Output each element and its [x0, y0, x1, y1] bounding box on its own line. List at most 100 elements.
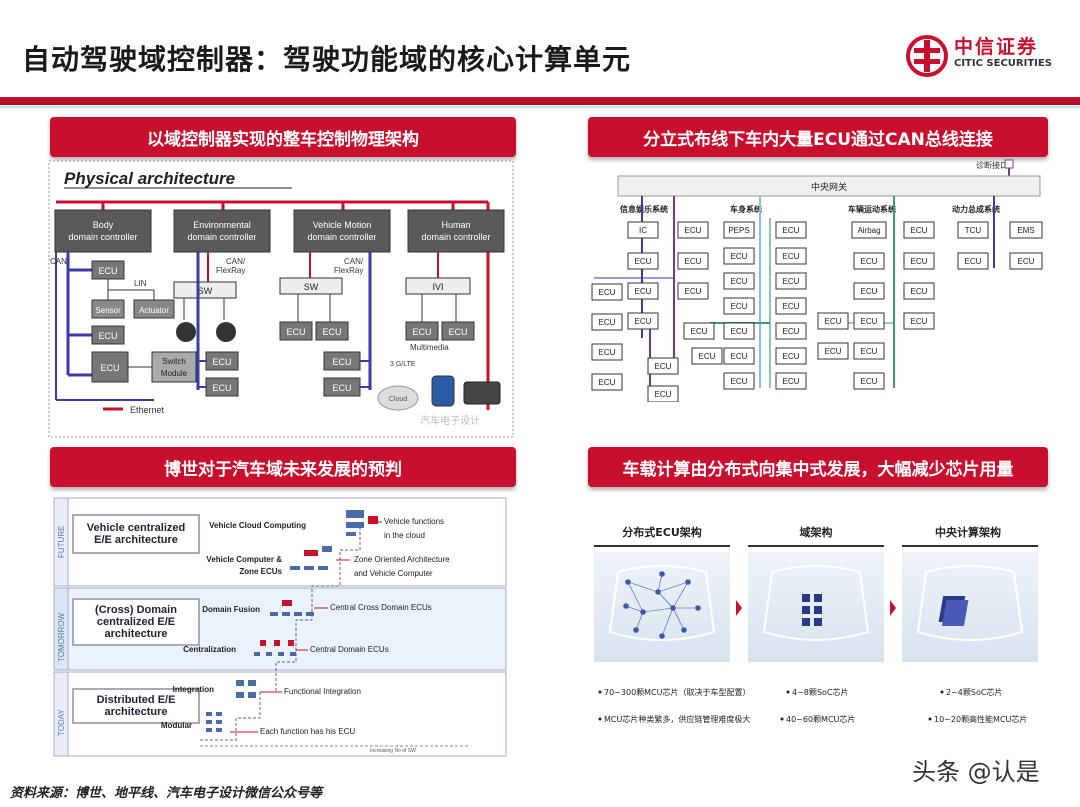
- cloud-icon: [377, 385, 419, 411]
- svg-text:ECU: ECU: [731, 277, 748, 286]
- svg-text:domain controller: domain controller: [421, 232, 490, 242]
- title-divider: [0, 97, 1080, 105]
- svg-text:ECU: ECU: [691, 327, 708, 336]
- group-body: 车身系统: [730, 204, 762, 214]
- sensor-box: Sensor: [95, 306, 121, 315]
- svg-text:ECU: ECU: [635, 317, 652, 326]
- phone-icon: [431, 375, 455, 407]
- label-diag-port: 诊断接口: [976, 160, 1008, 170]
- desc-cloud: Vehicle functions: [384, 517, 444, 526]
- svg-text:ECU: ECU: [861, 317, 878, 326]
- camera-icon: [176, 322, 196, 342]
- svg-text:domain controller: domain controller: [307, 232, 376, 242]
- can-bus-diagram: 诊断接口 中央网关 信息娱乐系统 车身系统 车辆运动系统 动力总成系统 IC E…: [591, 159, 1043, 402]
- camera-icon: [216, 322, 236, 342]
- label-lte: 3 G/LTE: [390, 361, 416, 368]
- note-domain-2: 40~60颗MCU芯片: [786, 714, 855, 724]
- row-title-tomorrow: (Cross) Domain centralized E/E architect…: [72, 598, 200, 646]
- svg-text:ECU: ECU: [861, 347, 878, 356]
- group-infotainment: 信息娱乐系统: [620, 204, 668, 214]
- svg-text:CAN/: CAN/: [226, 257, 246, 266]
- col-title-distributed: 分布式ECU架构: [622, 525, 702, 539]
- source-footnote: 资料来源：博世、地平线、汽车电子设计微信公众号等: [10, 786, 323, 801]
- stage-modular: Modular: [161, 721, 192, 730]
- title-divider-shadow: [0, 106, 1080, 108]
- computing-evolution-diagram: 分布式ECU架构 域架构 中央计算架构 70~300颗MCU芯片（: [594, 525, 1038, 724]
- note-central-2: 10~20颗高性能MCU芯片: [934, 714, 1027, 724]
- row-tag-today: TODAY: [57, 709, 66, 736]
- car-central: [902, 552, 1038, 662]
- svg-text:ECU: ECU: [783, 302, 800, 311]
- svg-text:ECU: ECU: [100, 363, 119, 373]
- svg-text:ECU: ECU: [98, 331, 117, 341]
- svg-text:ECU: ECU: [655, 390, 672, 399]
- svg-text:ECU: ECU: [635, 287, 652, 296]
- panel-2-header: 分立式布线下车内大量ECU通过CAN总线连接: [588, 117, 1048, 157]
- logo-text-en: CITIC SECURITIES: [954, 58, 1052, 69]
- svg-text:ECU: ECU: [861, 257, 878, 266]
- ecu-box: ECU: [98, 266, 117, 276]
- svg-text:ECU: ECU: [783, 226, 800, 235]
- panel-3-header: 博世对于汽车域未来发展的预判: [50, 447, 516, 487]
- node-peps: PEPS: [728, 226, 749, 235]
- group-motion: 车辆运动系统: [848, 204, 896, 214]
- svg-text:domain controller: domain controller: [187, 232, 256, 242]
- svg-text:in the cloud: in the cloud: [384, 531, 425, 540]
- group-powertrain: 动力总成系统: [952, 204, 1000, 214]
- logo-text-cn: 中信证券: [954, 36, 1039, 58]
- desc-cross-domain: Central Cross Domain ECUs: [330, 603, 432, 612]
- svg-text:Cloud: Cloud: [389, 396, 407, 403]
- desc-central-domain: Central Domain ECUs: [310, 645, 389, 654]
- controller-human: Human domain controller: [407, 209, 505, 253]
- svg-text:ECU: ECU: [825, 347, 842, 356]
- row-tag-tomorrow: TOMORROW: [57, 612, 66, 662]
- svg-text:ECU: ECU: [911, 226, 928, 235]
- stage-vcc: Vehicle Cloud Computing: [209, 521, 306, 530]
- svg-text:ECU: ECU: [635, 257, 652, 266]
- note-central-1: 2~4颗SoC芯片: [946, 687, 1002, 697]
- svg-text:CAN/: CAN/: [344, 257, 364, 266]
- svg-text:FlexRay: FlexRay: [334, 266, 363, 275]
- node-ems: EMS: [1017, 226, 1034, 235]
- svg-text:ECU: ECU: [322, 327, 341, 337]
- svg-text:ECU: ECU: [212, 383, 231, 393]
- svg-text:Human: Human: [441, 220, 470, 230]
- svg-text:Environmental: Environmental: [193, 220, 251, 230]
- svg-text:ECU: ECU: [655, 362, 672, 371]
- svg-text:ECU: ECU: [1018, 257, 1035, 266]
- row-title-future: Vehicle centralized E/E architecture: [72, 514, 200, 554]
- row-title-today: Distributed E/E architecture: [72, 688, 200, 724]
- svg-text:Zone ECUs: Zone ECUs: [239, 567, 282, 576]
- svg-text:ECU: ECU: [731, 327, 748, 336]
- actuator-box: Actuator: [139, 306, 169, 315]
- bosch-roadmap-diagram: FUTURE TOMORROW TODAY Vehicle centralize…: [53, 497, 507, 757]
- stage-vehicle-computer: Vehicle Computer &: [206, 555, 282, 564]
- desc-each-function: Each function has his ECU: [260, 727, 355, 736]
- note-distributed-1: 70~300颗MCU芯片（取决于车型配置）: [604, 687, 751, 697]
- central-gateway: [617, 175, 1041, 197]
- svg-text:ECU: ECU: [965, 257, 982, 266]
- label-multimedia: Multimedia: [410, 343, 449, 352]
- svg-text:Module: Module: [161, 369, 188, 378]
- brand-logo: 中信证券 CITIC SECURITIES: [906, 32, 1066, 80]
- node-ic: IC: [639, 226, 647, 235]
- arrow-icon: [890, 600, 896, 616]
- label-can: CAN: [50, 257, 67, 266]
- svg-text:ECU: ECU: [699, 352, 716, 361]
- svg-text:ECU: ECU: [731, 352, 748, 361]
- svg-text:ECU: ECU: [783, 352, 800, 361]
- svg-text:SW: SW: [304, 282, 319, 292]
- svg-text:ECU: ECU: [783, 327, 800, 336]
- row-tag-future: FUTURE: [57, 526, 66, 558]
- note-domain-1: 4~8颗SoC芯片: [792, 687, 848, 697]
- diagram-heading: Physical architecture: [64, 169, 235, 188]
- stage-integration: Integration: [173, 685, 214, 694]
- svg-text:ECU: ECU: [783, 252, 800, 261]
- svg-text:ECU: ECU: [599, 288, 616, 297]
- switch-module: Switch: [162, 357, 186, 366]
- svg-text:ECU: ECU: [685, 287, 702, 296]
- svg-text:ECU: ECU: [911, 287, 928, 296]
- svg-text:FlexRay: FlexRay: [216, 266, 245, 275]
- panel-1-header: 以域控制器实现的整车控制物理架构: [50, 117, 516, 157]
- svg-text:ECU: ECU: [861, 377, 878, 386]
